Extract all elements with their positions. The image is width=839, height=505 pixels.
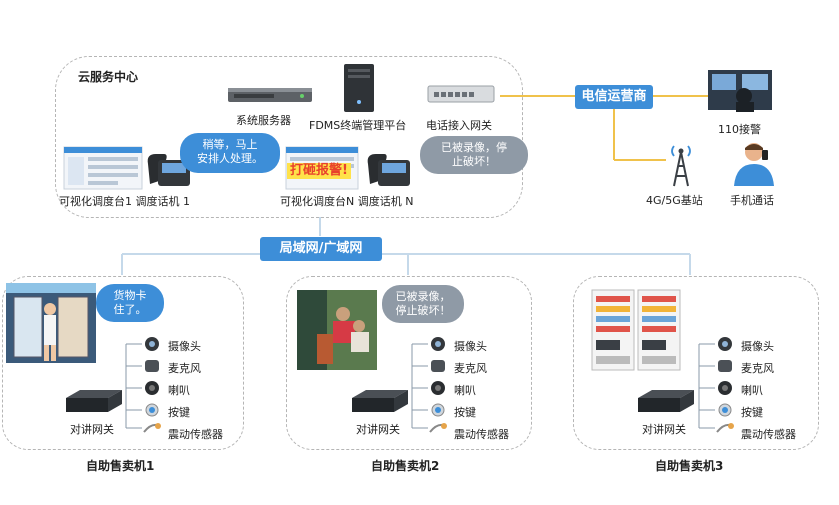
- machine-1-device-camera: 摄像头: [168, 340, 201, 353]
- machine-1-box: [2, 276, 244, 450]
- police-operator-icon: [708, 70, 772, 112]
- machine-2-device-mic: 麦克风: [454, 362, 487, 375]
- machine-2-device-speaker: 喇叭: [454, 384, 476, 397]
- machine-2-device-button: 按键: [454, 406, 476, 419]
- machine-3-device-mic: 麦克风: [741, 362, 774, 375]
- machine-2-bubble: 已被录像， 停止破坏！: [382, 285, 464, 323]
- base-station-label: 4G/5G基站: [646, 194, 703, 207]
- machine-3-device-speaker: 喇叭: [741, 384, 763, 397]
- machine-1-name: 自助售卖机1: [86, 459, 155, 473]
- bubble-1-line-1: 稍等，马上: [202, 138, 258, 151]
- machine-2-device-sensor: 震动传感器: [454, 428, 509, 441]
- speaker-icon: [145, 381, 159, 395]
- machine-2-bubble-line-2: 停止破坏！: [395, 304, 451, 317]
- machine-2-box: [286, 276, 532, 450]
- machine-3-device-sensor: 震动传感器: [741, 428, 796, 441]
- vending-photo-1: [6, 283, 96, 363]
- speaker-icon: [431, 381, 445, 395]
- machine-1-device-mic: 麦克风: [168, 362, 201, 375]
- police-label: 110接警: [718, 123, 761, 136]
- camera-icon: [145, 337, 159, 351]
- intercom-gateway-2-icon: [352, 390, 408, 412]
- vending-photo-2: [297, 290, 377, 370]
- machine-1-device-sensor: 震动传感器: [168, 428, 223, 441]
- camera-icon: [718, 337, 732, 351]
- microphone-icon: [145, 360, 159, 372]
- system-server-label: 系统服务器: [236, 114, 291, 127]
- machine-1-tree: [125, 343, 142, 429]
- microphone-icon: [718, 360, 732, 372]
- mobile-label: 手机通话: [730, 194, 774, 207]
- desk-1-label: 可视化调度台1 调度话机 1: [59, 195, 190, 208]
- vibration-sensor-icon: [429, 423, 447, 433]
- machine-1-bubble-line-2: 住了。: [113, 303, 147, 316]
- machine-2-name: 自助售卖机2: [371, 459, 440, 473]
- bubble-n-line-1: 已被录像，停: [441, 141, 507, 154]
- reply-bubble-n: 已被录像，停 止破坏！: [420, 136, 528, 174]
- machine-3-tree: [698, 343, 715, 429]
- microphone-icon: [431, 360, 445, 372]
- alarm-banner: 打砸报警!: [287, 163, 351, 179]
- fdms-label: FDMS终端管理平台: [309, 119, 407, 132]
- button-icon: [718, 403, 732, 417]
- vending-photo-3: [591, 289, 681, 371]
- machine-1-bubble-line-1: 货物卡: [113, 289, 147, 302]
- machine-2-tree: [411, 343, 428, 429]
- telecom-label: 电信运营商: [575, 85, 653, 109]
- vibration-sensor-icon: [716, 423, 734, 433]
- phone-gateway-label: 电话接入网关: [426, 119, 492, 132]
- dispatch-screen-1-icon: [63, 146, 143, 190]
- desk-n-label: 可视化调度台N 调度话机 N: [280, 195, 414, 208]
- button-icon: [431, 403, 445, 417]
- desk-phone-1-icon: [147, 154, 190, 186]
- base-station-icon: [671, 145, 691, 187]
- intercom-gateway-3-icon: [638, 390, 694, 412]
- reply-bubble-1: 稍等，马上 安排人处理。: [180, 133, 280, 173]
- machine-1-device-speaker: 喇叭: [168, 384, 190, 397]
- machine-2-device-camera: 摄像头: [454, 340, 487, 353]
- bubble-n-line-2: 止破坏！: [452, 155, 496, 168]
- vibration-sensor-icon: [143, 423, 161, 433]
- phone-gateway-icon: [427, 85, 495, 103]
- machine-1-device-button: 按键: [168, 406, 190, 419]
- cloud-center-title: 云服务中心: [78, 70, 139, 84]
- machine-1-bubble: 货物卡 住了。: [96, 284, 164, 322]
- network-label: 局域网/广域网: [260, 237, 382, 261]
- tower-server-icon: [344, 64, 374, 112]
- machine-3-box: [573, 276, 819, 450]
- speaker-icon: [718, 381, 732, 395]
- mobile-caller-icon: [734, 143, 774, 186]
- camera-icon: [431, 337, 445, 351]
- bubble-1-line-2: 安排人处理。: [197, 152, 263, 165]
- intercom-gateway-1-icon: [66, 390, 122, 412]
- machine-3-device-camera: 摄像头: [741, 340, 774, 353]
- machine-2-bubble-line-1: 已被录像，: [395, 290, 451, 303]
- machine-3-device-button: 按键: [741, 406, 763, 419]
- cloud-center-box: [55, 56, 523, 218]
- machine-3-gateway-label: 对讲网关: [642, 423, 686, 436]
- machine-1-gateway-label: 对讲网关: [70, 423, 114, 436]
- machine-3-name: 自助售卖机3: [655, 459, 724, 473]
- button-icon: [145, 403, 159, 417]
- desk-phone-n-icon: [367, 154, 410, 186]
- machine-2-gateway-label: 对讲网关: [356, 423, 400, 436]
- server-icon: [228, 88, 312, 102]
